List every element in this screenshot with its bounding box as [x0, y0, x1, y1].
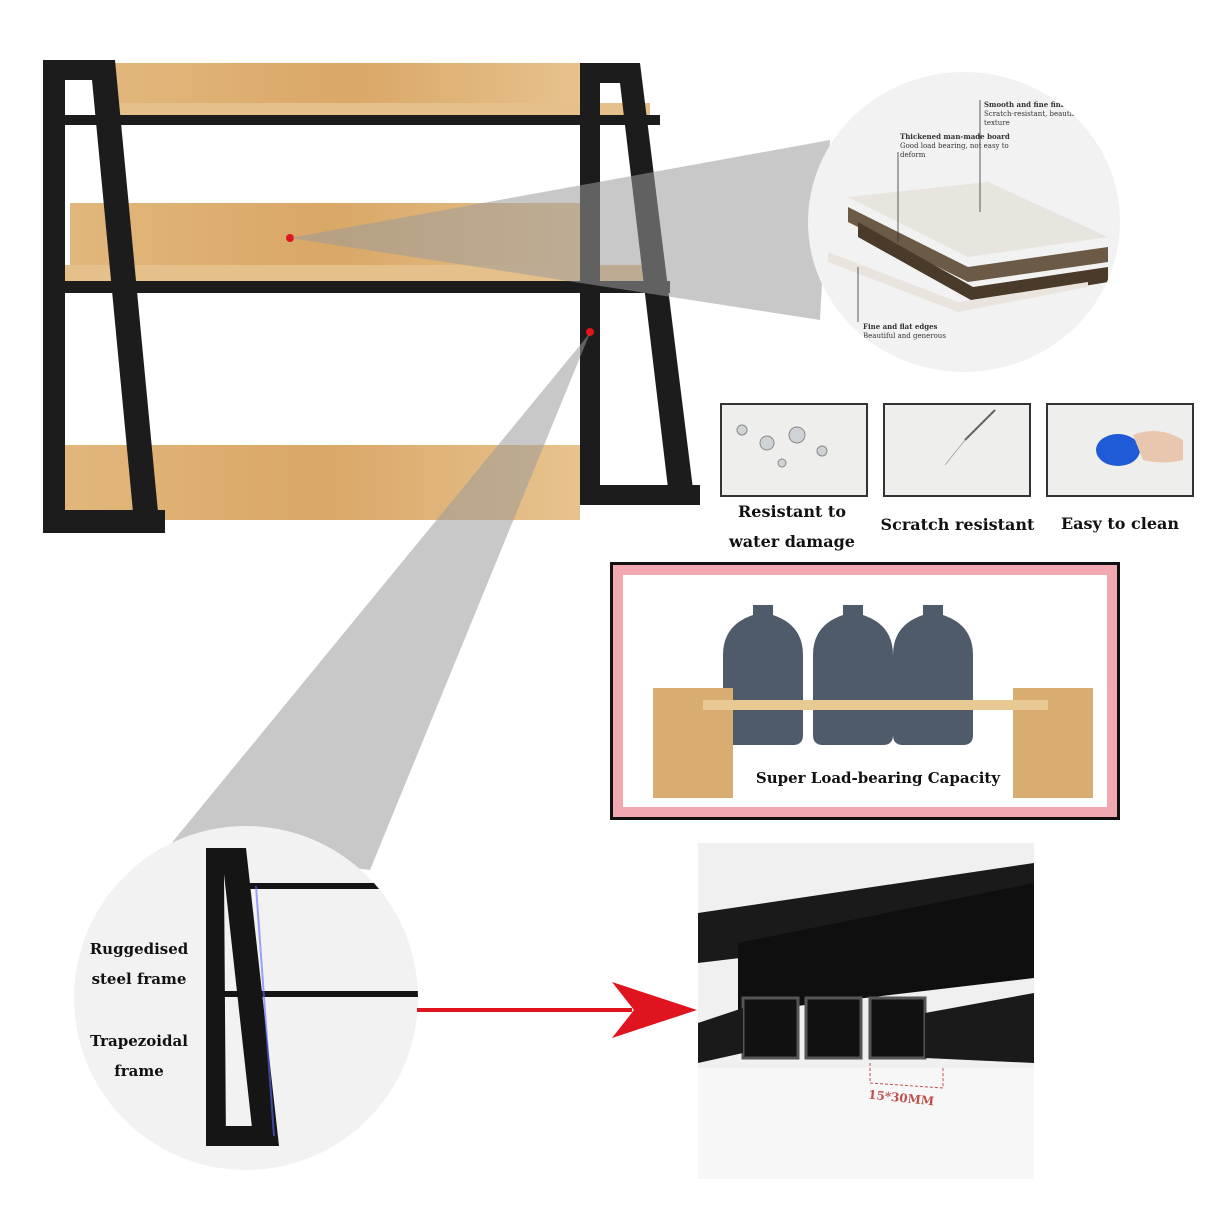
- scratch-icon: [944, 409, 996, 466]
- load-bearing-caption: Super Load-bearing Capacity: [755, 769, 1001, 787]
- water-resistant-thumb: [720, 403, 868, 497]
- board-layers-illustration: [828, 100, 1108, 322]
- top-layer-subtitle: Scratch-resistant, beautiful texture: [984, 110, 1082, 127]
- zoom-projection-board: [290, 140, 830, 320]
- edge-layer-subtitle: Beautiful and generous: [863, 332, 946, 340]
- feature-label-clean: Easy to clean: [1060, 514, 1180, 533]
- trapezoid-frame-illustration: [206, 848, 418, 1146]
- feature-label-water: Resistant to water damage: [716, 497, 868, 557]
- top-layer-note: Smooth and fine finish Scratch-resistant…: [984, 100, 1104, 128]
- frame-label-trapezoidal-line1: Trapezoidal: [90, 1032, 188, 1050]
- core-layer-title: Thickened man-made board: [900, 132, 1010, 141]
- top-layer-title: Smooth and fine finish: [984, 100, 1073, 109]
- steel-tube-illustration: [698, 863, 1034, 1179]
- easy-clean-thumb: [1046, 403, 1194, 497]
- frame-label-steel-line1: Ruggedised: [89, 940, 189, 958]
- feature-label-water-line1: Resistant to: [738, 502, 846, 521]
- steel-tube-detail: 15*30MM: [698, 843, 1034, 1179]
- frame-label-steel: Ruggedised steel frame: [84, 934, 194, 994]
- board-layer-zoom: Smooth and fine finish Scratch-resistant…: [808, 72, 1120, 372]
- feature-label-scratch: Scratch resistant: [880, 515, 1035, 534]
- cleaning-cloth-icon: [1096, 431, 1183, 466]
- frame-zoom: Ruggedised steel frame Trapezoidal frame: [74, 826, 418, 1170]
- frame-label-steel-line2: steel frame: [91, 970, 187, 988]
- load-bearing-panel: Super Load-bearing Capacity: [610, 562, 1120, 820]
- frame-label-trapezoidal-line2: frame: [114, 1062, 164, 1080]
- edge-layer-note: Fine and flat edges Beautiful and genero…: [863, 322, 983, 341]
- scratch-resistant-thumb: [883, 403, 1031, 497]
- feature-label-water-line2: water damage: [729, 532, 855, 551]
- water-bottles-illustration: [653, 605, 1093, 798]
- water-droplets-icon: [736, 424, 828, 468]
- core-layer-note: Thickened man-made board Good load beari…: [900, 132, 1020, 160]
- red-arrow-icon: [417, 982, 697, 1038]
- frame-label-trapezoidal: Trapezoidal frame: [79, 1026, 199, 1086]
- zoom-projection-frame: [170, 333, 590, 870]
- edge-layer-title: Fine and flat edges: [863, 322, 938, 331]
- core-layer-subtitle: Good load bearing, not easy to deform: [900, 142, 1009, 159]
